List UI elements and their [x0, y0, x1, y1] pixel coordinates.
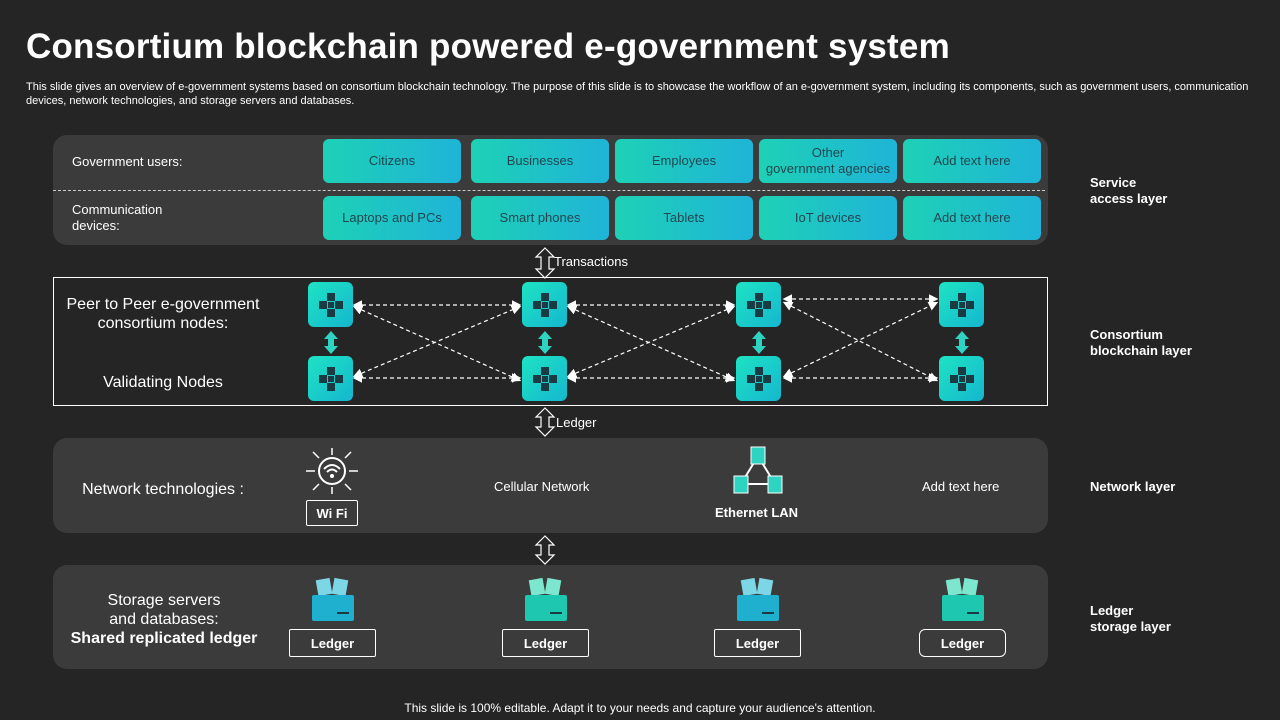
page-subtitle: This slide gives an overview of e-govern… — [26, 81, 1249, 107]
cellular-network-label: Cellular Network — [494, 479, 590, 494]
pill-iot: IoT devices — [759, 196, 897, 240]
validating-node-3 — [736, 356, 781, 401]
peer-node-2 — [522, 282, 567, 327]
validating-nodes-label: Validating Nodes — [103, 374, 223, 391]
folder-icon — [524, 577, 568, 628]
peer-node-4 — [939, 282, 984, 327]
pill-businesses: Businesses — [471, 139, 609, 183]
ledger-tag-2: Ledger — [502, 629, 589, 657]
ledger-tag-1: Ledger — [289, 629, 376, 657]
communication-devices-label: Communication devices: — [72, 202, 163, 233]
layer-label-consortium: Consortium blockchain layer — [1090, 327, 1192, 358]
pill-other-agencies: Other government agencies — [759, 139, 897, 183]
blockchain-icon — [746, 292, 771, 317]
blockchain-icon — [949, 292, 974, 317]
pill-tablets: Tablets — [615, 196, 753, 240]
folder-icon — [736, 577, 780, 628]
footer-note: This slide is 100% editable. Adapt it to… — [404, 701, 876, 715]
peer-connectors — [352, 294, 939, 383]
pill-add-text-users: Add text here — [903, 139, 1041, 183]
blockchain-icon — [949, 366, 974, 391]
network-technologies-label: Network technologies : — [82, 481, 244, 498]
ledger-tag-3: Ledger — [714, 629, 801, 657]
pill-smartphones: Smart phones — [471, 196, 609, 240]
pill-citizens: Citizens — [323, 139, 461, 183]
page-title: Consortium blockchain powered e-governme… — [26, 27, 950, 66]
layer-flow-arrows — [534, 247, 556, 565]
blockchain-icon — [318, 366, 343, 391]
pill-laptops: Laptops and PCs — [323, 196, 461, 240]
ethernet-lan-icon — [733, 446, 783, 494]
layer-label-service-access: Service access layer — [1090, 175, 1168, 206]
pill-add-text-devices: Add text here — [903, 196, 1041, 240]
layer-label-network: Network layer — [1090, 479, 1176, 494]
layer-label-ledger-storage: Ledger storage layer — [1090, 603, 1171, 634]
pill-employees: Employees — [615, 139, 753, 183]
government-users-label: Government users: — [72, 154, 183, 169]
wifi-tag: Wi Fi — [306, 500, 358, 526]
validating-node-1 — [308, 356, 353, 401]
validating-node-2 — [522, 356, 567, 401]
blockchain-icon — [318, 292, 343, 317]
network-panel — [53, 438, 1048, 533]
panel-divider — [53, 190, 1045, 191]
validating-node-4 — [939, 356, 984, 401]
transactions-label: Transactions — [554, 254, 628, 269]
shared-ledger-label: Shared replicated ledger — [70, 630, 258, 647]
peer-node-1 — [308, 282, 353, 327]
ethernet-lan-label: Ethernet LAN — [715, 505, 799, 520]
ledger-flow-label: Ledger — [556, 415, 597, 430]
ledger-tag-4: Ledger — [919, 629, 1006, 657]
peer-node-3 — [736, 282, 781, 327]
folder-icon — [311, 577, 355, 628]
blockchain-icon — [532, 366, 557, 391]
vertical-node-arrows — [324, 331, 969, 354]
peer-nodes-label: Peer to Peer e-government consortium nod… — [66, 296, 260, 332]
blockchain-icon — [532, 292, 557, 317]
consortium-box — [53, 277, 1048, 406]
blockchain-icon — [746, 366, 771, 391]
wifi-icon — [304, 446, 360, 496]
storage-servers-label: Storage servers and databases: — [107, 592, 221, 628]
network-add-text: Add text here — [922, 479, 1000, 494]
folder-icon — [941, 577, 985, 628]
